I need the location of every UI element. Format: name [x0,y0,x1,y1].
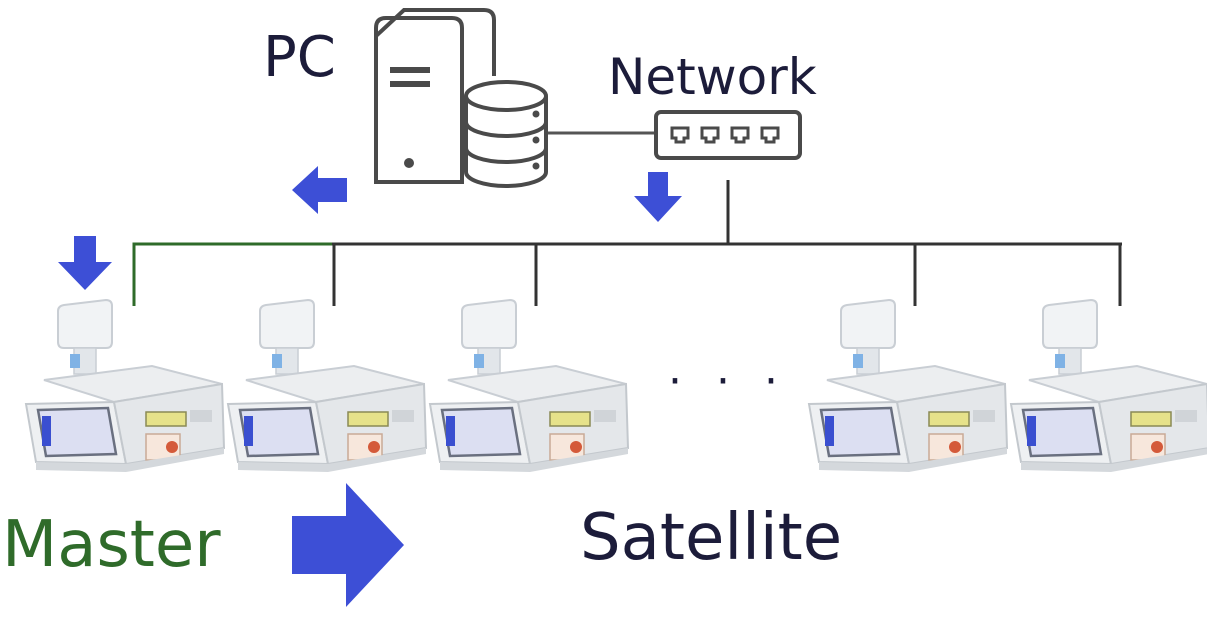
pc-label: PC [263,25,336,90]
satellite-scale-icon [807,298,1009,474]
arrow-down-icon [58,236,112,290]
arrow-down-icon [634,172,682,222]
network-switch-icon [654,110,802,160]
master-label: Master [2,508,221,582]
network-label: Network [608,48,817,106]
satellite-scale-icon [428,298,630,474]
ellipsis-label: · · · [668,356,788,407]
master-link-line [132,242,332,306]
arrow-left-icon [292,166,347,214]
satellite-label: Satellite [580,501,843,575]
satellite-scale-icon [226,298,428,474]
arrow-right-icon [292,483,404,607]
master-scale-icon [24,298,226,474]
pc-server-icon [374,8,496,184]
database-icon [464,80,548,188]
satellite-scale-icon [1009,298,1207,474]
